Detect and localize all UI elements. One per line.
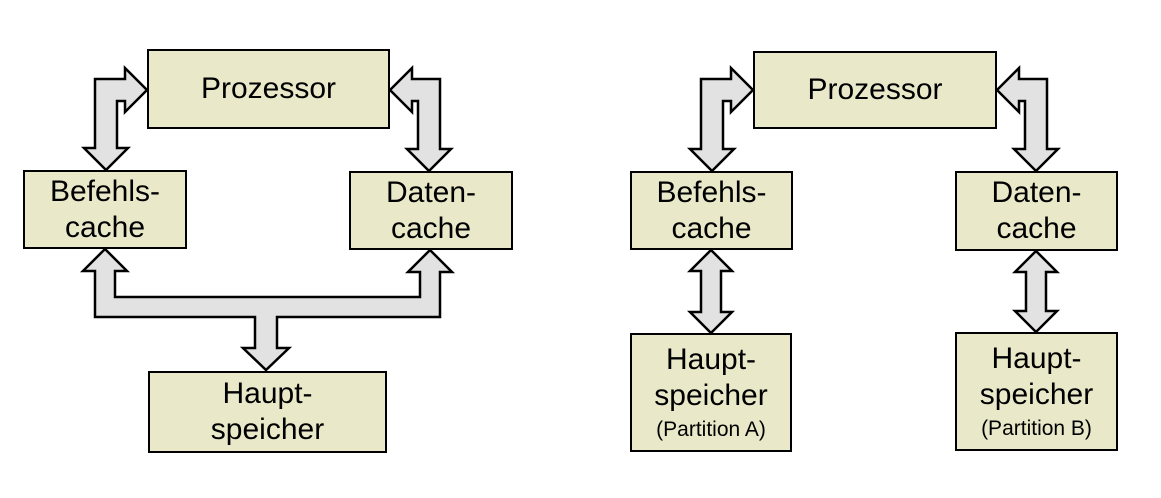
left-prozessor-box: Prozessor [147, 49, 390, 129]
right-hauptspeicher-a-label: Haupt- speicher [654, 343, 768, 412]
arrow-right-prozessor-befehlscache [686, 64, 755, 173]
arrow-left-hauptspeicher-caches [79, 247, 456, 372]
right-datencache-box: Daten- cache [955, 171, 1118, 251]
arrow-left-prozessor-datencache [388, 64, 455, 173]
right-prozessor-box: Prozessor [753, 51, 997, 129]
arrow-right-befehlscache-hauptspeicher-a [686, 248, 736, 335]
left-befehlscache-box: Befehls- cache [23, 170, 187, 249]
left-datencache-box: Daten- cache [349, 171, 513, 250]
right-hauptspeicher-b-sublabel: (Partition B) [981, 417, 1092, 440]
left-befehlscache-label: Befehls- cache [49, 174, 161, 244]
right-hauptspeicher-b-label: Haupt- speicher [979, 342, 1094, 411]
arrow-right-prozessor-datencache [995, 64, 1062, 173]
right-befehlscache-box: Befehls- cache [630, 171, 793, 250]
arrow-left-prozessor-befehlscache [80, 64, 149, 172]
right-prozessor-label: Prozessor [807, 73, 943, 106]
left-hauptspeicher-box: Haupt- speicher [148, 371, 387, 453]
right-befehlscache-label: Befehls- cache [656, 175, 767, 245]
left-hauptspeicher-label: Haupt- speicher [210, 377, 325, 446]
left-prozessor-label: Prozessor [200, 72, 337, 105]
right-datencache-label: Daten- cache [991, 176, 1082, 245]
right-hauptspeicher-a-box: Haupt- speicher (Partition A) [630, 333, 792, 452]
left-datencache-label: Daten- cache [385, 175, 477, 245]
right-hauptspeicher-a-sublabel: (Partition A) [656, 418, 766, 441]
arrow-right-datencache-hauptspeicher-b [1011, 249, 1061, 334]
right-hauptspeicher-b-box: Haupt- speicher (Partition B) [955, 332, 1118, 451]
